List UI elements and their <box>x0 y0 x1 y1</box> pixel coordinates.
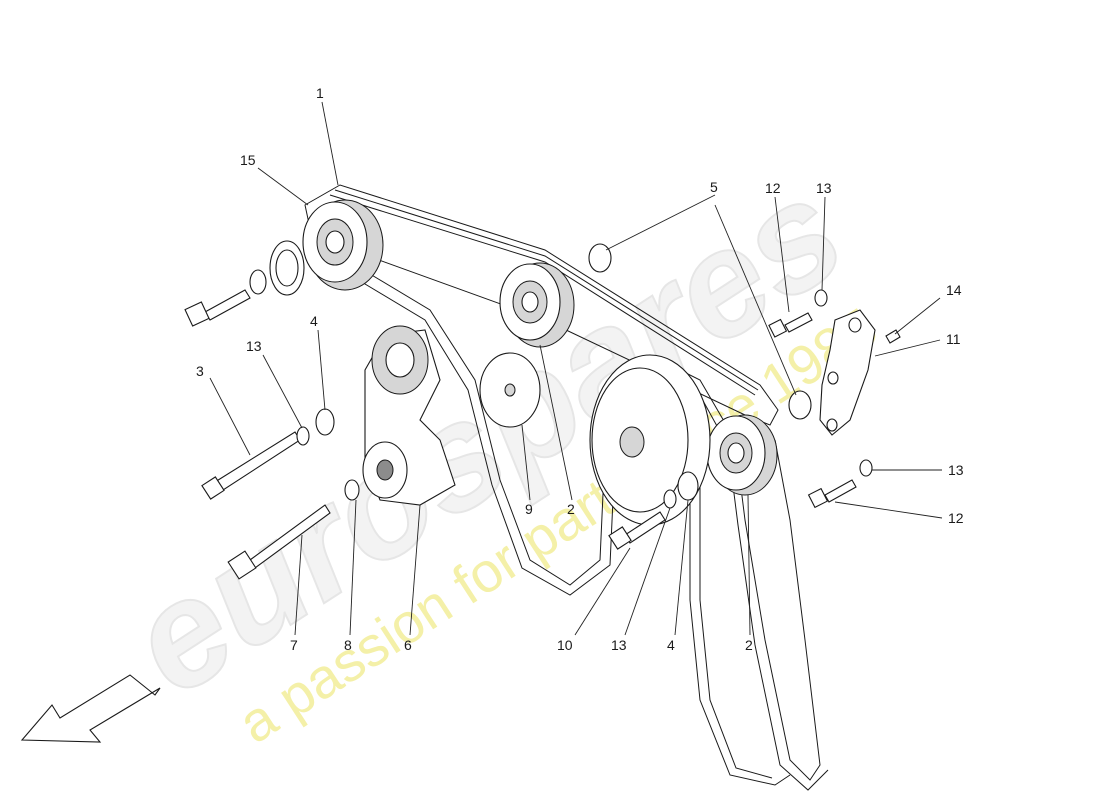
callout-12-upper: 12 <box>765 180 781 196</box>
callout-4-left: 4 <box>310 313 318 329</box>
spacer-5-lower <box>788 390 812 420</box>
bolt-10 <box>608 511 666 550</box>
bolt-12-lower <box>807 479 857 509</box>
bolt-upper-left <box>184 289 251 327</box>
bolt-12-upper <box>768 312 813 338</box>
callout-5: 5 <box>710 179 718 195</box>
cover-plate-9 <box>479 352 541 428</box>
callout-14: 14 <box>946 282 962 298</box>
washer-13-upper-right <box>814 289 828 307</box>
washer-4-right <box>677 471 699 501</box>
idler-pulley-2-upper <box>499 262 575 348</box>
callout-8: 8 <box>344 637 352 653</box>
callout-11: 11 <box>946 331 961 347</box>
washer-4-left <box>315 408 335 436</box>
leader-lines <box>209 101 943 636</box>
bolt-3 <box>201 431 301 500</box>
tensioner-6 <box>362 325 456 506</box>
washer-13-center <box>663 489 677 509</box>
washer-13-left <box>296 426 310 446</box>
callout-2-lower: 2 <box>745 637 753 653</box>
callout-3: 3 <box>196 363 204 379</box>
washer-15 <box>249 240 305 296</box>
callout-13-upper: 13 <box>816 180 832 196</box>
callout-10: 10 <box>557 637 573 653</box>
callout-6: 6 <box>404 637 412 653</box>
callout-labels: 1 15 5 12 13 14 11 4 13 3 9 2 13 12 7 8 … <box>196 85 964 653</box>
callout-9: 9 <box>525 501 533 517</box>
callout-13-right: 13 <box>948 462 964 478</box>
callout-7: 7 <box>290 637 298 653</box>
washer-13-lower-right <box>859 459 873 477</box>
callout-1: 1 <box>316 85 324 101</box>
washer-8 <box>344 479 360 501</box>
callout-4-bottom: 4 <box>667 637 675 653</box>
callout-12-lower: 12 <box>948 510 964 526</box>
idler-pulley-15 <box>302 199 384 291</box>
bracket-11 <box>819 309 876 436</box>
idler-pulley-2-lower <box>706 414 778 496</box>
callout-13-bottom: 13 <box>611 637 627 653</box>
spacer-5-upper <box>588 243 612 273</box>
callout-15: 15 <box>240 152 256 168</box>
callout-13-left: 13 <box>246 338 262 354</box>
callout-2-upper: 2 <box>567 501 575 517</box>
direction-arrow <box>20 674 161 743</box>
bolt-7 <box>227 504 331 580</box>
